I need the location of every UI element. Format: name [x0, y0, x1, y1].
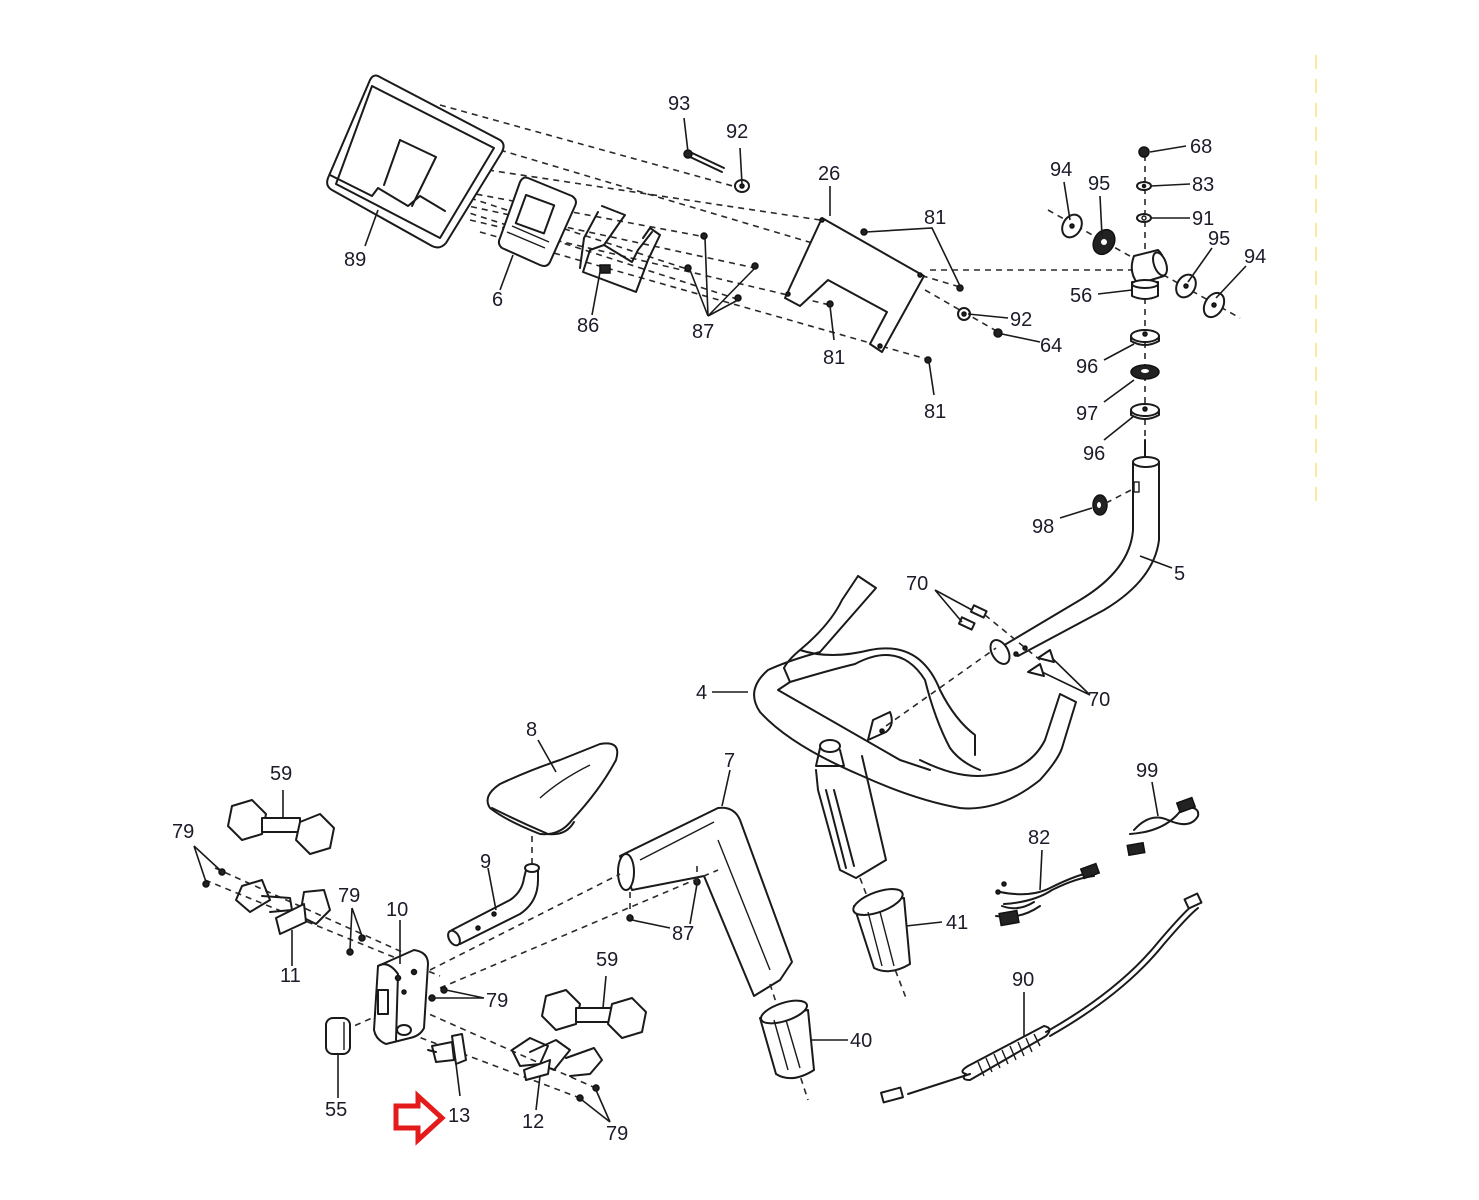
part-4-handlebar [753, 575, 1077, 810]
part-96-disc-bottom [1130, 403, 1160, 420]
label-59-right: 59 [596, 949, 618, 971]
label-64: 64 [1040, 335, 1062, 357]
label-83: 83 [1192, 174, 1214, 196]
label-8: 8 [526, 719, 537, 741]
part-87-screws-console [684, 232, 759, 302]
label-79-c: 79 [486, 990, 508, 1012]
label-86: 86 [577, 315, 599, 337]
part-94-cap-left [1061, 213, 1083, 239]
label-87-console: 87 [692, 321, 714, 343]
part-6-console [497, 176, 577, 267]
part-95-bushing-right [1175, 273, 1197, 299]
part-64-nut [993, 328, 1003, 338]
part-9-seat-post [447, 863, 540, 947]
label-41: 41 [946, 912, 968, 934]
part-55-end-cap [325, 1017, 351, 1055]
label-55: 55 [325, 1099, 347, 1121]
label-11: 11 [280, 965, 301, 987]
label-96-bottom: 96 [1083, 443, 1105, 465]
label-97: 97 [1076, 403, 1098, 425]
part-68-nut [1138, 146, 1150, 158]
label-79-d: 79 [606, 1123, 628, 1145]
label-98: 98 [1032, 516, 1054, 538]
part-40-sleeve [759, 999, 815, 1080]
label-4: 4 [696, 682, 707, 704]
label-79-b: 79 [338, 885, 360, 907]
label-95-left: 95 [1088, 173, 1110, 195]
label-87-frame: 87 [672, 923, 694, 945]
label-26: 26 [818, 163, 840, 185]
label-99: 99 [1136, 760, 1158, 782]
label-40: 40 [850, 1030, 872, 1052]
part-79-screws [202, 868, 600, 1102]
part-59-dumbbell-left [227, 799, 335, 855]
label-81-b: 81 [823, 347, 845, 369]
part-26-mount-plate [784, 217, 925, 353]
label-79-a: 79 [172, 821, 194, 843]
label-68: 68 [1190, 136, 1212, 158]
label-9: 9 [480, 851, 491, 873]
part-11-weight-holder [235, 879, 331, 935]
label-82: 82 [1028, 827, 1050, 849]
label-10: 10 [386, 899, 408, 921]
part-83-washer [1136, 181, 1152, 191]
label-89: 89 [344, 249, 366, 271]
part-7-seat-post-frame [617, 806, 793, 997]
part-59-dumbbell-right [541, 989, 647, 1039]
label-56: 56 [1070, 285, 1092, 307]
part-10-seat-carriage [373, 949, 429, 1045]
label-5: 5 [1174, 563, 1185, 585]
part-98-knob [1092, 494, 1108, 516]
label-12: 12 [522, 1111, 544, 1133]
label-95-right: 95 [1208, 228, 1230, 250]
part-90-coiled-cable [880, 892, 1203, 1104]
label-94-right: 94 [1244, 246, 1266, 268]
label-91: 91 [1192, 208, 1214, 230]
label-90: 90 [1012, 969, 1034, 991]
label-7: 7 [724, 750, 735, 772]
part-12-weight-holder [511, 1037, 603, 1081]
highlight-arrow-icon [393, 1090, 446, 1146]
part-5-console-mast [989, 439, 1160, 665]
label-93: 93 [668, 93, 690, 115]
label-92-top: 92 [726, 121, 748, 143]
part-82-wire-harness [995, 862, 1101, 927]
label-92-lower: 92 [1010, 309, 1032, 331]
part-70-fasteners [957, 604, 1055, 677]
part-13-adjustment-knob [427, 1033, 467, 1065]
label-13: 13 [448, 1105, 470, 1127]
label-59-left: 59 [270, 763, 292, 785]
label-96-top: 96 [1076, 356, 1098, 378]
part-96-disc-top [1130, 329, 1160, 346]
part-56-pivot-bracket [1130, 249, 1168, 300]
part-99-wire-harness [1126, 796, 1200, 857]
part-94-cap-right [1202, 291, 1226, 319]
part-handlebar-post [815, 739, 887, 879]
label-81-c: 81 [924, 401, 946, 423]
part-41-sleeve [852, 888, 911, 973]
part-89-tablet-holder [326, 74, 505, 249]
part-95-bushing-left [1092, 228, 1116, 256]
label-6: 6 [492, 289, 503, 311]
label-94-left: 94 [1050, 159, 1072, 181]
label-81-a: 81 [924, 207, 946, 229]
label-70-bottom: 70 [1088, 689, 1110, 711]
part-86-console-bracket [579, 205, 661, 293]
part-8-seat [486, 742, 619, 836]
part-97-spacer [1130, 364, 1160, 380]
part-91-washer [1136, 213, 1152, 223]
part-93-bolt [683, 149, 725, 173]
label-70-top: 70 [906, 573, 928, 595]
